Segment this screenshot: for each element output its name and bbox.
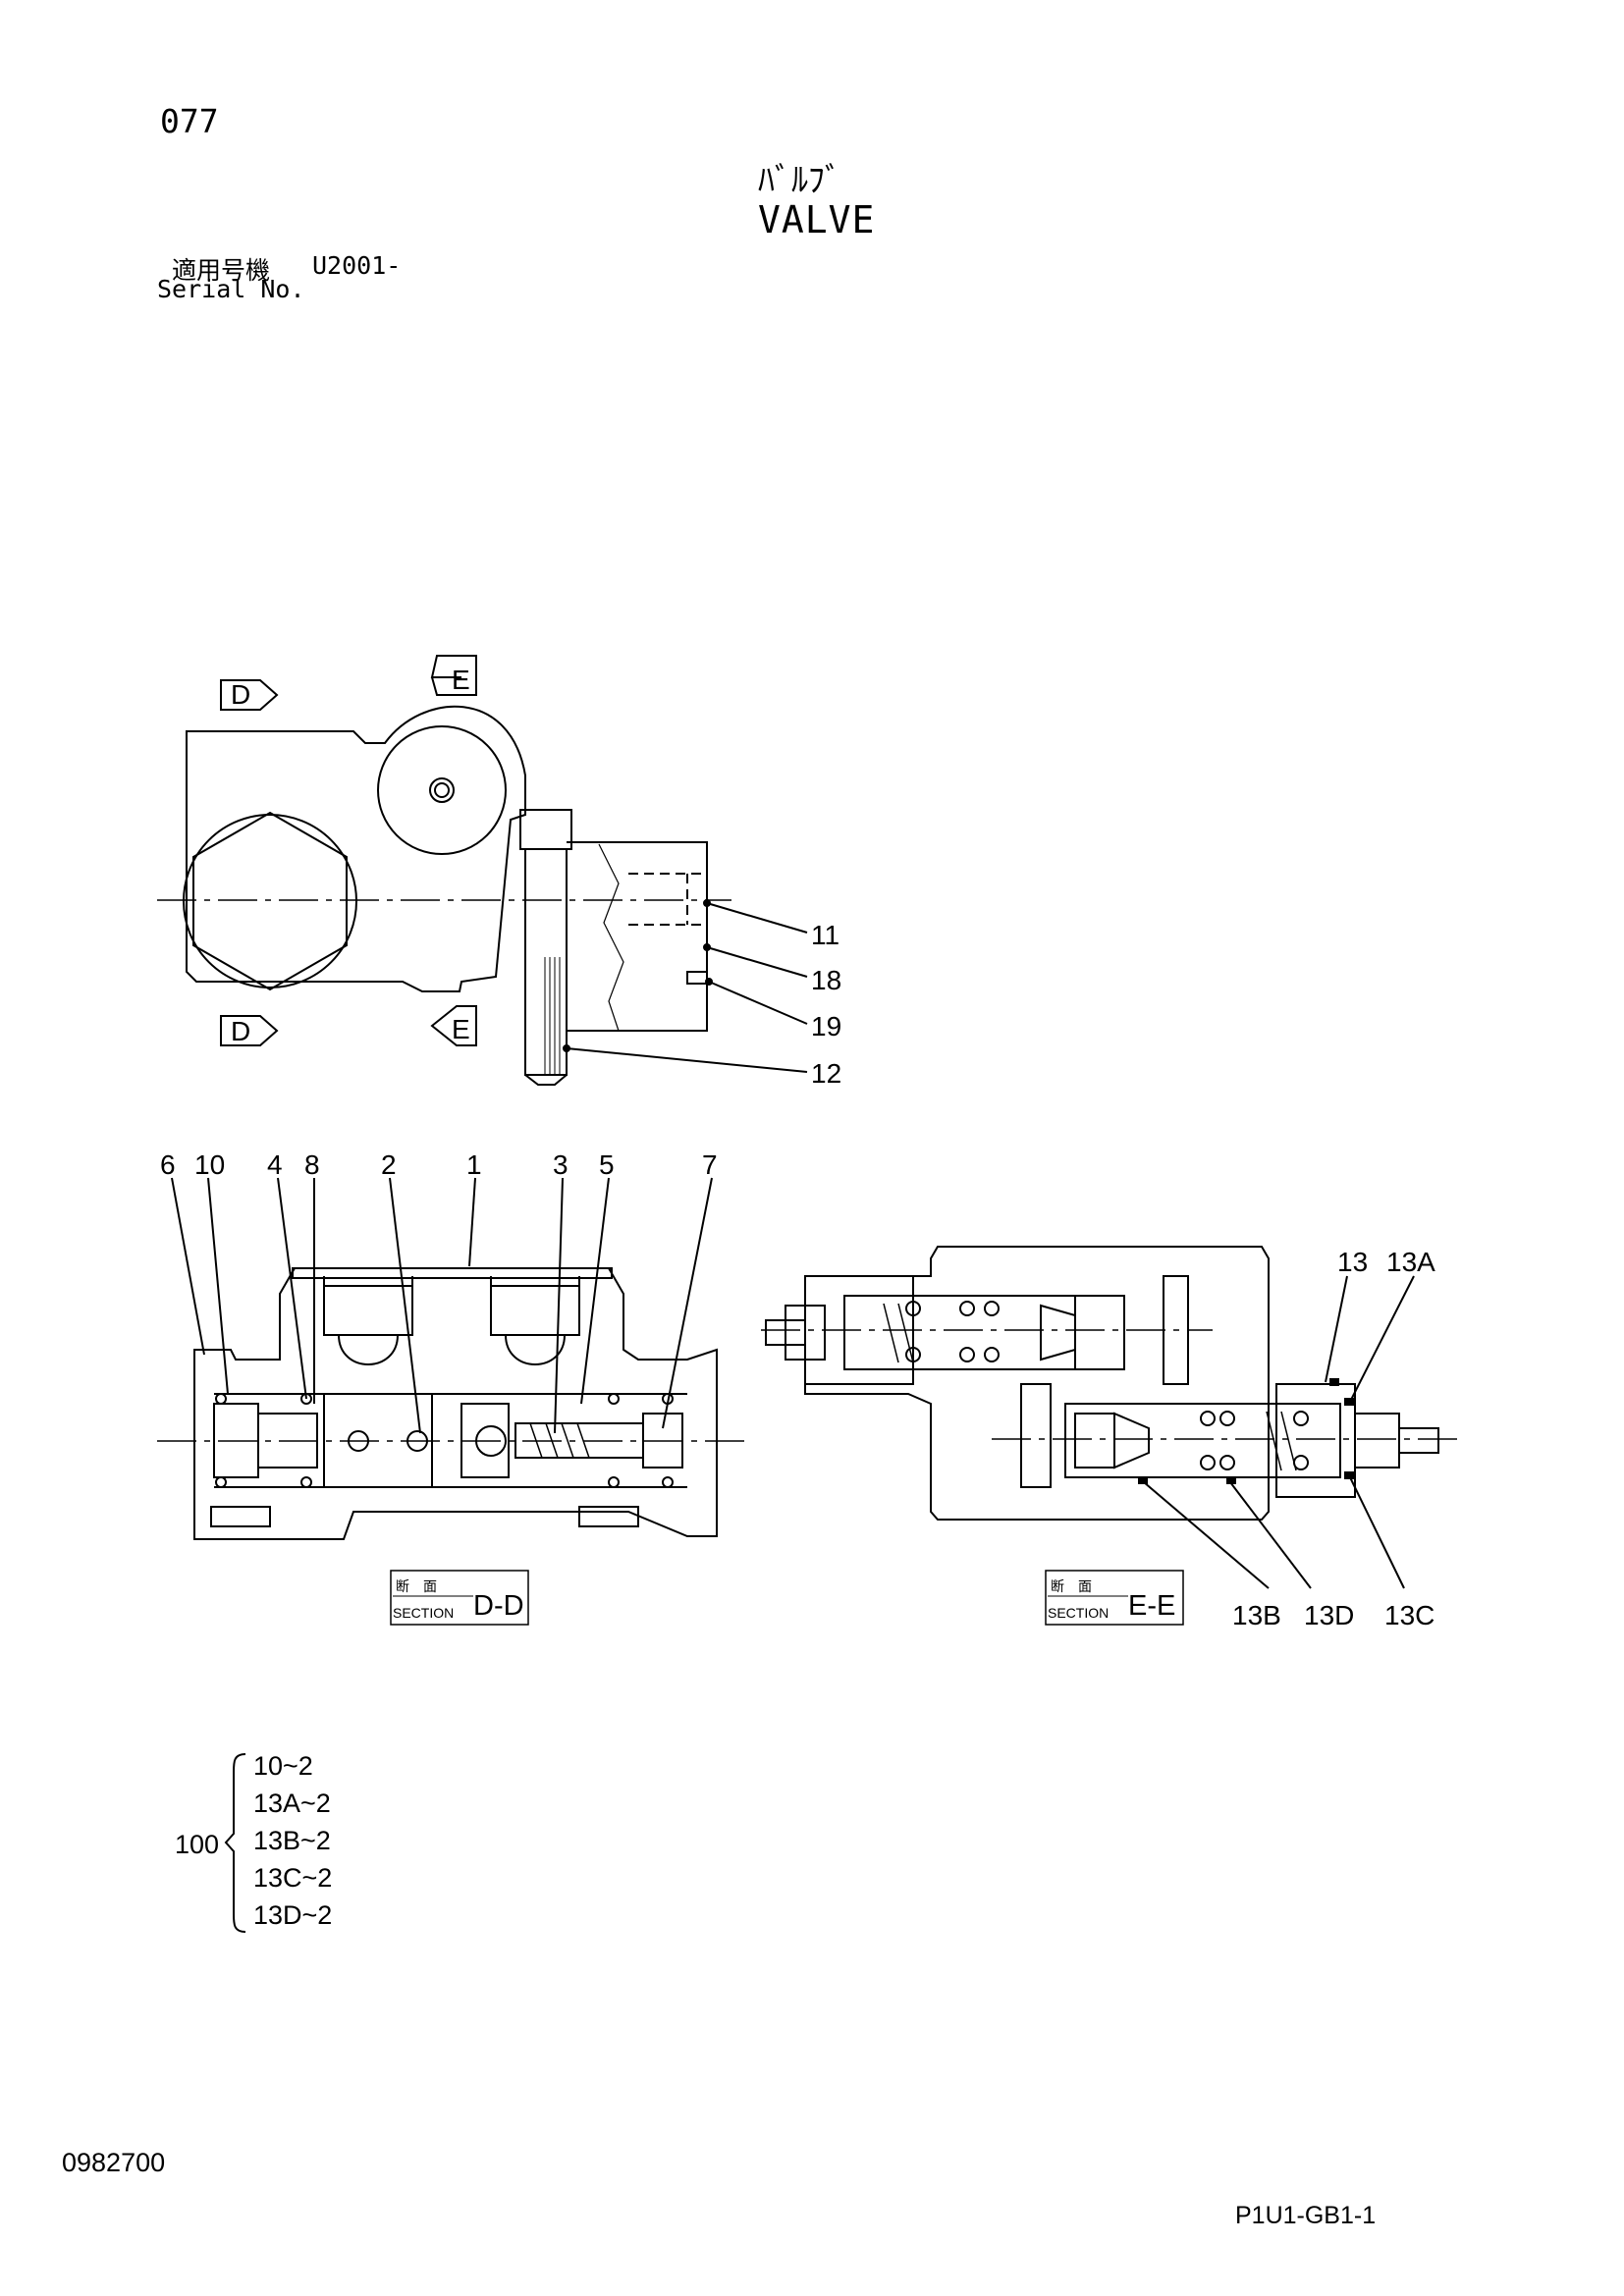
- section-ee-caption-box: [1045, 1570, 1184, 1626]
- ee-label-13a: 13A: [1386, 1247, 1435, 1277]
- callout-11: 11: [811, 920, 839, 950]
- serial-code: U2001-: [312, 251, 402, 280]
- view-marker-d-top: D: [231, 679, 250, 710]
- kit-brace: [224, 1753, 246, 1933]
- dd-label-7: 7: [702, 1149, 718, 1180]
- section-dd-caption-jp: 断 面: [396, 1578, 437, 1594]
- drawing-number: 0982700: [62, 2148, 166, 2177]
- kit-item: 13B~2: [253, 1826, 331, 1855]
- callout-19: 19: [811, 1011, 841, 1041]
- kit-item: 10~2: [253, 1751, 313, 1781]
- dd-label-5: 5: [599, 1149, 615, 1180]
- section-ee-caption-jp: 断 面: [1051, 1578, 1092, 1594]
- kit-item: 13D~2: [253, 1900, 332, 1930]
- dd-label-8: 8: [304, 1149, 320, 1180]
- page-number: 077: [160, 102, 219, 140]
- callout-12: 12: [811, 1058, 841, 1089]
- dd-label-3: 3: [553, 1149, 568, 1180]
- sheet-code: P1U1-GB1-1: [1235, 2202, 1377, 2229]
- ee-label-13c: 13C: [1384, 1600, 1435, 1630]
- section-ee-caption-en: SECTION: [1048, 1605, 1109, 1621]
- dd-label-6: 6: [160, 1149, 176, 1180]
- view-marker-d-bottom: D: [231, 1016, 250, 1046]
- callout-18: 18: [811, 965, 841, 995]
- title-japanese: ﾊﾞﾙﾌﾞ: [758, 161, 841, 200]
- top-view: [157, 655, 808, 1086]
- section-ee-drawing: [761, 1246, 1463, 1589]
- kit-item: 13A~2: [253, 1789, 331, 1818]
- dd-label-10: 10: [194, 1149, 225, 1180]
- dd-label-2: 2: [381, 1149, 397, 1180]
- dd-label-4: 4: [267, 1149, 283, 1180]
- view-marker-e-top: E: [452, 665, 470, 695]
- title-english: VALVE: [758, 198, 876, 241]
- serial-label-english: Serial No.: [157, 275, 305, 303]
- section-ee-caption-id: E-E: [1128, 1590, 1175, 1622]
- section-dd-caption-en: SECTION: [393, 1605, 454, 1621]
- kit-parent: 100: [175, 1830, 219, 1859]
- view-marker-e-bottom: E: [452, 1014, 470, 1044]
- section-dd-caption-box: [390, 1570, 529, 1626]
- ee-label-13d: 13D: [1304, 1600, 1354, 1630]
- ee-label-13b: 13B: [1232, 1600, 1281, 1630]
- section-dd-caption-id: D-D: [473, 1590, 524, 1622]
- kit-item: 13C~2: [253, 1863, 332, 1893]
- section-dd-drawing: [157, 1177, 746, 1540]
- ee-label-13: 13: [1337, 1247, 1368, 1277]
- dd-label-1: 1: [466, 1149, 482, 1180]
- serial-label-japanese: 適用号機: [172, 256, 271, 285]
